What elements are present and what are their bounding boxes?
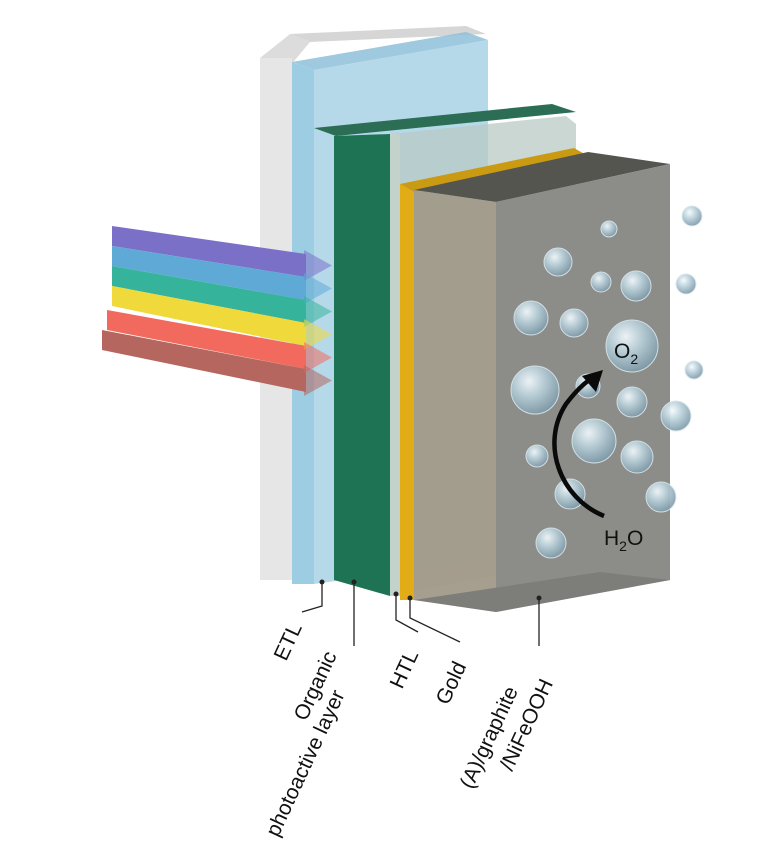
oxygen-bubble bbox=[600, 220, 618, 238]
spectrum-band bbox=[112, 246, 306, 300]
oxygen-bubble bbox=[684, 360, 704, 380]
spectrum-band bbox=[112, 266, 306, 323]
spectrum-arrowhead bbox=[304, 365, 332, 396]
spectrum-arrowhead bbox=[304, 319, 332, 350]
spectrum-band bbox=[112, 286, 306, 346]
oxygen-bubble bbox=[571, 418, 617, 464]
oxygen-bubble bbox=[559, 308, 589, 338]
spectrum-arrowhead bbox=[304, 250, 332, 281]
light-beam bbox=[102, 226, 332, 396]
oxygen-bubbles bbox=[510, 205, 704, 559]
htl-label: HTL bbox=[386, 646, 424, 692]
oxygen-bubble bbox=[645, 481, 677, 513]
etl-label: ETL bbox=[270, 619, 307, 664]
spectrum-band bbox=[107, 310, 306, 369]
spectrum-arrowhead bbox=[304, 296, 332, 327]
spectrum-band bbox=[102, 330, 306, 392]
oxygen-bubble bbox=[554, 478, 586, 510]
label-leaders bbox=[301, 579, 542, 646]
oxygen-bubble bbox=[660, 400, 692, 432]
reaction-arrow bbox=[552, 370, 605, 519]
oxygen-bubble bbox=[681, 205, 703, 227]
oxygen-bubble bbox=[535, 527, 567, 559]
oxygen-bubble bbox=[543, 247, 573, 277]
oxygen-bubble bbox=[510, 365, 560, 415]
gold-label: Gold bbox=[432, 658, 472, 708]
oxygen-bubble bbox=[620, 270, 652, 302]
water-label: H2O bbox=[604, 527, 643, 554]
oxygen-bubble bbox=[616, 386, 648, 418]
spectrum-band bbox=[112, 226, 306, 277]
oxygen-bubble bbox=[525, 444, 549, 468]
spectrum-arrowhead bbox=[304, 273, 332, 304]
oxygen-bubble bbox=[620, 440, 654, 474]
spectrum-arrowhead bbox=[304, 342, 332, 373]
oxygen-bubble bbox=[590, 271, 612, 293]
oxygen-label: O2 bbox=[614, 340, 638, 367]
oxygen-bubble bbox=[675, 273, 697, 295]
htl-layer bbox=[390, 134, 400, 596]
gold-layer bbox=[400, 148, 588, 600]
oxygen-bubble bbox=[605, 319, 659, 373]
oxygen-bubble bbox=[513, 300, 549, 336]
